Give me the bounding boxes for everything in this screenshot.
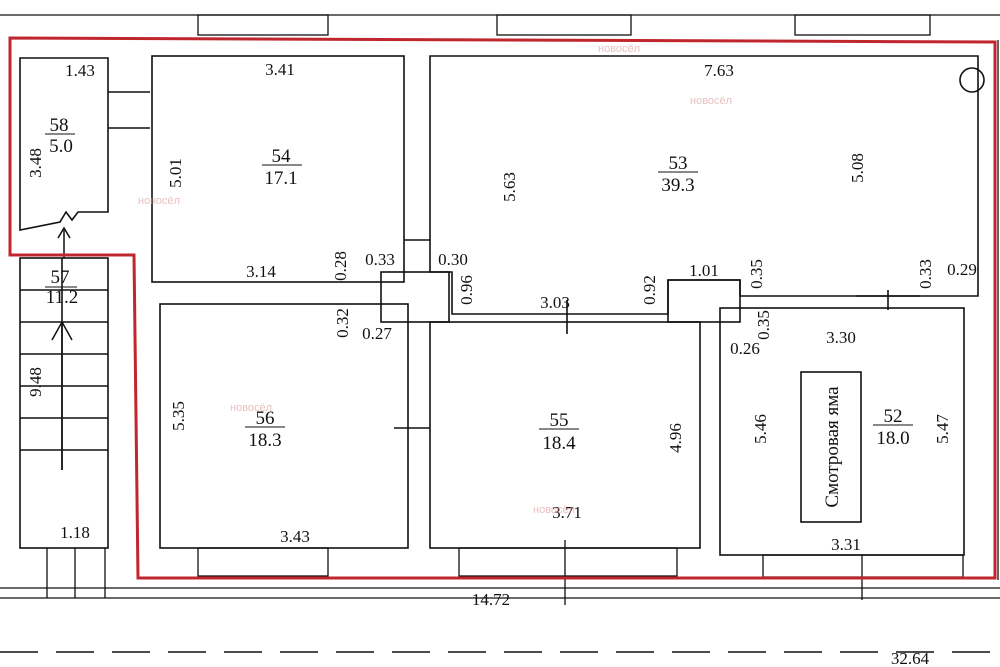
dim-4-96: 4.96 bbox=[666, 423, 685, 453]
watermarks: новосёл новосёл новосёл новосёл новосёл bbox=[138, 43, 732, 516]
dim-5-47: 5.47 bbox=[933, 414, 952, 444]
dim-5-08: 5.08 bbox=[848, 153, 867, 183]
dim-0-28: 0.28 bbox=[331, 251, 350, 281]
dim-32-64: 32.64 bbox=[891, 649, 930, 667]
dim-3-31: 3.31 bbox=[831, 535, 861, 554]
dim-9-48: 9.48 bbox=[26, 367, 45, 397]
dim-5-46: 5.46 bbox=[751, 414, 770, 444]
dim-0-92: 0.92 bbox=[640, 275, 659, 305]
room-57-id: 57 bbox=[51, 267, 70, 288]
watermark-2: новосёл bbox=[690, 95, 732, 107]
dim-0-26: 0.26 bbox=[730, 339, 760, 358]
dim-0-35-top: 0.35 bbox=[747, 259, 766, 289]
watermark-5: новосёл bbox=[533, 504, 575, 516]
room-56-id: 56 bbox=[256, 408, 275, 429]
dim-5-35: 5.35 bbox=[169, 401, 188, 431]
watermark-3: новосёл bbox=[138, 195, 180, 207]
dim-0-33-right: 0.33 bbox=[916, 259, 935, 289]
dim-0-27: 0.27 bbox=[362, 324, 392, 343]
room-56-area: 18.3 bbox=[248, 430, 281, 451]
dim-1-01: 1.01 bbox=[689, 261, 719, 280]
dim-0-30: 0.30 bbox=[438, 250, 468, 269]
dim-3-48: 3.48 bbox=[26, 148, 45, 178]
room-53-area: 39.3 bbox=[661, 175, 694, 196]
dim-3-71: 3.71 bbox=[552, 503, 582, 522]
dimension-labels: 1.43 3.48 9.48 1.18 3.41 5.01 3.14 0.28 … bbox=[26, 60, 977, 667]
dim-5-63: 5.63 bbox=[500, 172, 519, 202]
dim-0-32: 0.32 bbox=[333, 308, 352, 338]
highlight-outline bbox=[8, 36, 997, 580]
room-58-area: 5.0 bbox=[49, 136, 73, 157]
room-52-area: 18.0 bbox=[876, 428, 909, 449]
stair-arrow-icon bbox=[51, 226, 73, 470]
dim-3-14: 3.14 bbox=[246, 262, 276, 281]
watermark-1: новосёл bbox=[598, 43, 640, 55]
dim-1-43: 1.43 bbox=[65, 61, 95, 80]
room-55-area: 18.4 bbox=[542, 433, 576, 454]
dim-3-41: 3.41 bbox=[265, 60, 295, 79]
room-54-area: 17.1 bbox=[264, 168, 297, 189]
room-55-id: 55 bbox=[550, 410, 569, 431]
room-54-id: 54 bbox=[272, 146, 292, 167]
dim-3-43: 3.43 bbox=[280, 527, 310, 546]
dim-5-01: 5.01 bbox=[166, 158, 185, 188]
dim-14-72: 14.72 bbox=[472, 590, 510, 609]
dim-0-96: 0.96 bbox=[457, 275, 476, 305]
dim-3-03: 3.03 bbox=[540, 293, 570, 312]
room-walls bbox=[19, 55, 985, 556]
inspection-pit-label: Смотровая яма bbox=[822, 386, 843, 508]
dim-0-33: 0.33 bbox=[365, 250, 395, 269]
dim-3-30: 3.30 bbox=[826, 328, 856, 347]
dim-0-29: 0.29 bbox=[947, 260, 977, 279]
room-57-area: 11.2 bbox=[46, 287, 79, 308]
room-53-id: 53 bbox=[669, 153, 688, 174]
room-58-id: 58 bbox=[50, 115, 69, 136]
room-52-id: 52 bbox=[884, 406, 903, 427]
dim-1-18: 1.18 bbox=[60, 523, 90, 542]
room-labels: 58 5.0 57 11.2 54 17.1 53 39.3 56 18.3 5… bbox=[45, 115, 913, 508]
dim-0-35-bottom: 0.35 bbox=[754, 310, 773, 340]
building-walls bbox=[0, 14, 1000, 605]
dim-7-63: 7.63 bbox=[704, 61, 734, 80]
watermark-4: новосёл bbox=[230, 402, 272, 414]
